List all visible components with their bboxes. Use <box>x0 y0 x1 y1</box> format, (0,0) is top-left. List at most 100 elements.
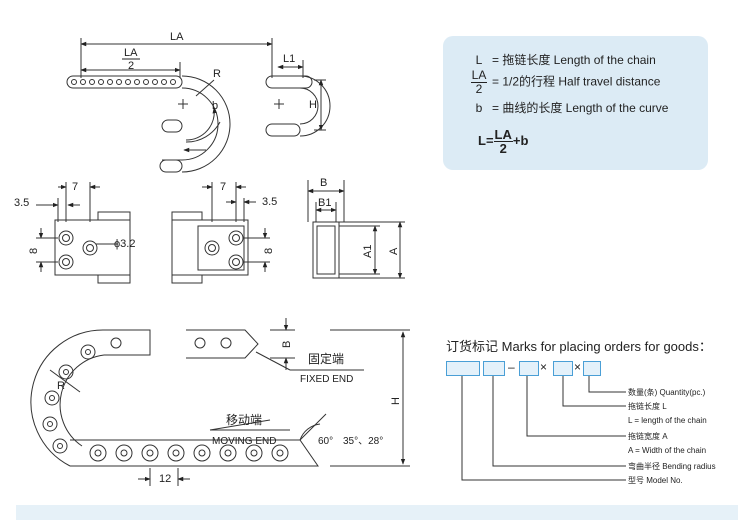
top-chain-link <box>89 79 95 85</box>
top-chain-link <box>116 79 122 85</box>
chain-bend-link <box>44 390 60 406</box>
link-left-dim-8: 8 <box>28 248 40 254</box>
fixed-end-en: FIXED END <box>300 374 353 385</box>
order-box-width <box>519 361 539 376</box>
top-chain-link <box>161 79 167 85</box>
side-dim-B: B <box>320 177 327 189</box>
chain-link-pin <box>172 449 180 457</box>
order-title: 订货标记 Marks for placing orders for goods： <box>446 339 712 354</box>
order-desc-length-en: L = length of the chain <box>628 416 707 425</box>
side-dim-A1: A1 <box>362 245 374 258</box>
chain-link-pin <box>120 449 128 457</box>
chain-bend-link <box>52 438 68 454</box>
chain-dim-H: H <box>390 397 402 405</box>
chain-link-pin <box>146 449 154 457</box>
chain-bend-pin <box>57 443 63 449</box>
chain-link-pin <box>250 449 258 457</box>
formula-panel <box>443 36 708 170</box>
label-L1: L1 <box>283 53 295 65</box>
top-chain-link <box>152 79 158 85</box>
link-plate-left <box>36 182 131 284</box>
angle-35-28: 35°、28° <box>343 436 383 447</box>
top-chain-link <box>98 79 104 85</box>
top-chain-diagram <box>66 38 331 173</box>
bottom-band <box>16 505 738 520</box>
side-dim-A: A <box>388 247 400 255</box>
label-b: b <box>212 100 218 112</box>
link-left-dim-3-5: 3.5 <box>14 197 29 209</box>
label-LA-half-num: LA <box>124 47 138 59</box>
chain-link <box>271 444 289 462</box>
link-left-labels: 7 3.5 8 ϕ3.2 <box>14 181 135 254</box>
label-R: R <box>213 68 221 80</box>
chain-link <box>89 444 107 462</box>
order-sep-dash: – <box>508 360 515 374</box>
chain-link <box>141 444 159 462</box>
order-box-quantity <box>583 361 601 376</box>
chain-bend-link <box>58 364 74 380</box>
chain-bend-pin <box>47 421 53 427</box>
top-chain-link <box>107 79 113 85</box>
chain-dim-B: B <box>281 341 293 348</box>
link-left-dim-7: 7 <box>72 181 78 193</box>
order-desc-length-cn: 拖链长度 L <box>628 402 667 411</box>
order-desc-width-en: A = Width of the chain <box>628 446 707 455</box>
moving-end-en: MOVING END <box>212 436 276 447</box>
chain-bend-pin <box>63 369 69 375</box>
top-chain-link <box>80 79 86 85</box>
order-desc-model: 型号 Model No. <box>628 476 683 485</box>
top-chain-link <box>134 79 140 85</box>
top-chain-link <box>170 79 176 85</box>
fixed-end-cn: 固定端 <box>308 351 344 366</box>
order-leader-lines <box>461 374 626 481</box>
top-chain-link <box>143 79 149 85</box>
chain-link <box>115 444 133 462</box>
chain-link <box>193 444 211 462</box>
chain-bend-link <box>42 416 58 432</box>
order-desc-quantity: 数量(条) Quantity(pc.) <box>628 388 706 397</box>
link-mid-dim-3-5: 3.5 <box>262 196 277 208</box>
link-left-hole-dia: ϕ3.2 <box>114 238 135 250</box>
side-dim-B1: B1 <box>318 197 331 209</box>
chain-link <box>245 444 263 462</box>
label-LA: LA <box>170 31 184 43</box>
chain-bend-link <box>80 344 96 360</box>
chain-diagram-labels: B R H 12 固定端 FIXED END 移动端 MOVING END 60… <box>57 341 402 485</box>
chain-bend-pin <box>85 349 91 355</box>
link-mid-labels: 7 3.5 8 <box>220 181 277 254</box>
order-desc-width-cn: 拖链宽度 A <box>628 432 668 441</box>
chain-link <box>167 444 185 462</box>
top-chain-link <box>71 79 77 85</box>
chain-dim-R: R <box>57 380 65 392</box>
order-sep-x2: × <box>574 360 582 374</box>
chain-link-pin <box>276 449 284 457</box>
link-side-view <box>307 180 405 279</box>
chain-bend-diagram <box>30 318 410 486</box>
moving-end-cn: 移动端 <box>226 413 262 427</box>
label-H: H <box>309 99 317 111</box>
chain-pitch: 12 <box>159 473 171 485</box>
chain-link-pin <box>198 449 206 457</box>
order-box-model <box>446 361 480 376</box>
top-diagram-labels: LA LA 2 L1 R b H <box>122 31 317 112</box>
link-side-labels: B B1 A1 A <box>318 177 400 258</box>
legend-L: L= 拖链长度 Length of the chain <box>475 53 656 67</box>
link-mid-dim-7: 7 <box>220 181 226 193</box>
order-box-length <box>553 361 573 376</box>
chain-link-pin <box>224 449 232 457</box>
order-desc-radius: 弯曲半径 Bending radius <box>628 462 716 471</box>
order-sep-x1: × <box>540 360 548 374</box>
chain-link-pin <box>94 449 102 457</box>
link-plate-mid <box>171 182 270 284</box>
angle-60: 60° <box>318 436 333 447</box>
chain-link <box>219 444 237 462</box>
link-mid-dim-8: 8 <box>263 248 275 254</box>
chain-bend-pin <box>49 395 55 401</box>
top-chain-link <box>125 79 131 85</box>
label-LA-half-den: 2 <box>128 60 134 72</box>
legend-b: b= 曲线的长度 Length of the curve <box>475 101 669 115</box>
